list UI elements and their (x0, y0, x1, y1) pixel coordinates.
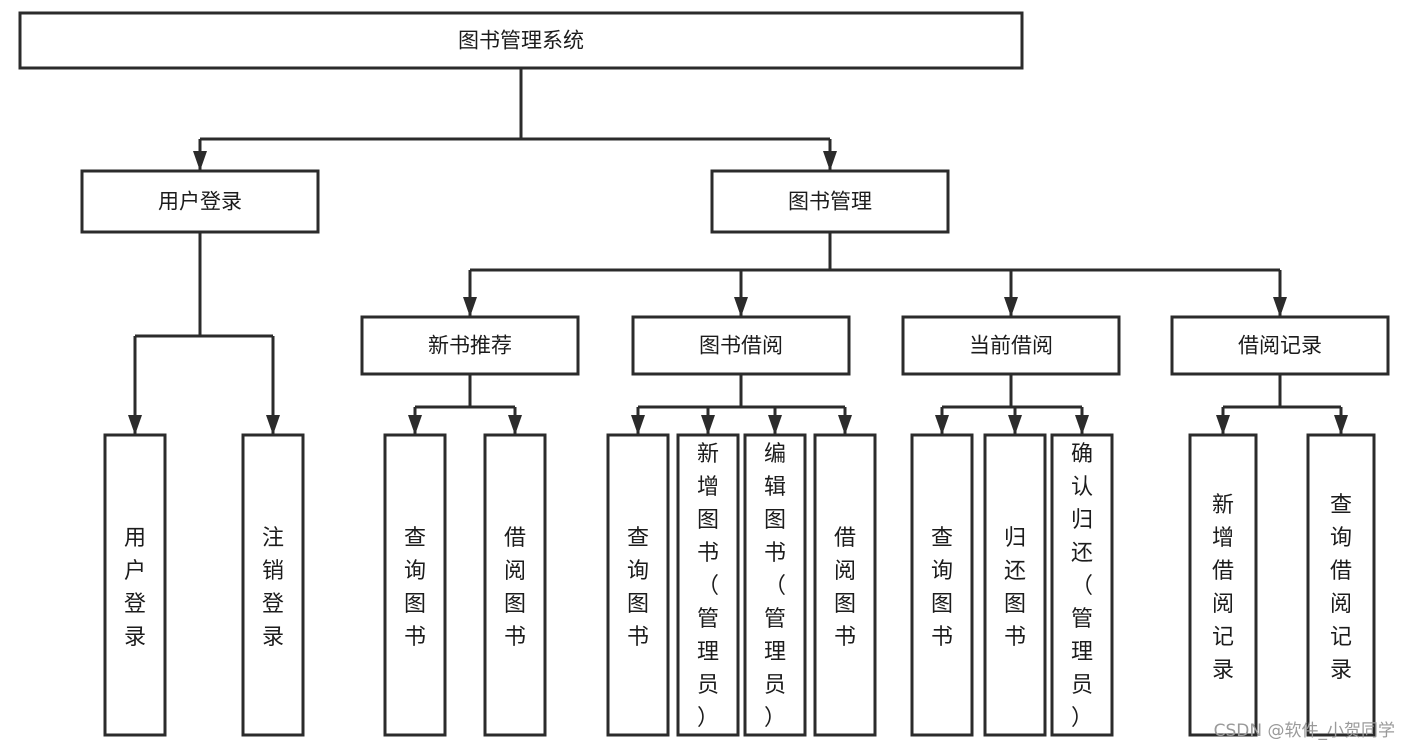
arrow-head-icon (823, 151, 837, 171)
node-label-current-borrow: 当前借阅 (969, 334, 1053, 358)
edge-group-book-manage (463, 232, 1287, 317)
node-box-leaf-query-book-2 (606, 433, 670, 737)
edge-group-root (193, 68, 837, 171)
arrow-head-icon (1004, 297, 1018, 317)
node-leaf-user-login[interactable]: 用户登录 (103, 433, 167, 737)
node-leaf-confirm-return[interactable]: 确认归还（管理员） (1050, 433, 1114, 737)
node-label-leaf-edit-book: 编辑图书（管理员） (764, 442, 786, 731)
node-box-leaf-edit-book (743, 433, 807, 737)
node-root[interactable]: 图书管理系统 (18, 11, 1024, 70)
node-box-current-borrow (901, 315, 1121, 376)
nodes-layer: 图书管理系统用户登录图书管理新书推荐图书借阅当前借阅借阅记录用户登录注销登录查询… (18, 11, 1390, 737)
node-label-book-borrow: 图书借阅 (699, 334, 783, 358)
node-label-user-login: 用户登录 (158, 190, 242, 214)
node-box-leaf-borrow-book-2 (813, 433, 877, 737)
node-leaf-query-book-3[interactable]: 查询图书 (910, 433, 974, 737)
node-box-leaf-add-record (1188, 433, 1258, 737)
arrow-head-icon (193, 151, 207, 171)
edge-group-current-borrow (935, 374, 1089, 435)
node-box-leaf-return-book (983, 433, 1047, 737)
node-leaf-borrow-book-2[interactable]: 借阅图书 (813, 433, 877, 737)
edge-group-new-book-recommend (408, 374, 522, 435)
node-leaf-return-book[interactable]: 归还图书 (983, 433, 1047, 737)
arrow-head-icon (508, 415, 522, 435)
node-borrow-record[interactable]: 借阅记录 (1170, 315, 1390, 376)
node-box-book-manage (710, 169, 950, 234)
node-box-user-login (80, 169, 320, 234)
node-box-leaf-query-book-3 (910, 433, 974, 737)
node-label-new-book-recommend: 新书推荐 (428, 334, 512, 358)
node-book-manage[interactable]: 图书管理 (710, 169, 950, 234)
node-label-leaf-borrow-book-1: 借阅图书 (504, 526, 526, 650)
node-label-leaf-borrow-book-2: 借阅图书 (834, 526, 856, 650)
node-label-root: 图书管理系统 (458, 29, 584, 53)
node-box-leaf-query-record (1306, 433, 1376, 737)
arrow-head-icon (1216, 415, 1230, 435)
arrow-head-icon (1008, 415, 1022, 435)
node-leaf-add-record[interactable]: 新增借阅记录 (1188, 433, 1258, 737)
node-leaf-add-book[interactable]: 新增图书（管理员） (676, 433, 740, 737)
arrow-head-icon (1075, 415, 1089, 435)
arrow-head-icon (1273, 297, 1287, 317)
arrow-head-icon (734, 297, 748, 317)
node-leaf-query-book-1[interactable]: 查询图书 (383, 433, 447, 737)
node-box-leaf-query-book-1 (383, 433, 447, 737)
node-box-book-borrow (631, 315, 851, 376)
node-leaf-logout[interactable]: 注销登录 (241, 433, 305, 737)
node-label-leaf-logout: 注销登录 (262, 526, 284, 650)
node-label-leaf-query-book-2: 查询图书 (627, 526, 649, 650)
arrow-head-icon (631, 415, 645, 435)
edge-group-user-login (128, 232, 280, 435)
node-current-borrow[interactable]: 当前借阅 (901, 315, 1121, 376)
arrow-head-icon (408, 415, 422, 435)
edges-layer (128, 68, 1348, 435)
node-box-root (18, 11, 1024, 70)
node-label-leaf-return-book: 归还图书 (1004, 526, 1026, 650)
node-label-leaf-query-book-3: 查询图书 (931, 526, 953, 650)
edge-group-book-borrow (631, 374, 852, 435)
node-box-leaf-borrow-book-1 (483, 433, 547, 737)
arrow-head-icon (266, 415, 280, 435)
arrow-head-icon (935, 415, 949, 435)
node-label-leaf-confirm-return: 确认归还（管理员） (1071, 442, 1093, 731)
arrow-head-icon (463, 297, 477, 317)
node-label-book-manage: 图书管理 (788, 190, 872, 214)
edge-group-borrow-record (1216, 374, 1348, 435)
node-label-leaf-add-record: 新增借阅记录 (1212, 493, 1234, 683)
arrow-head-icon (128, 415, 142, 435)
node-box-leaf-add-book (676, 433, 740, 737)
node-leaf-edit-book[interactable]: 编辑图书（管理员） (743, 433, 807, 737)
node-box-leaf-logout (241, 433, 305, 737)
arrow-head-icon (1334, 415, 1348, 435)
node-leaf-query-book-2[interactable]: 查询图书 (606, 433, 670, 737)
node-label-leaf-add-book: 新增图书（管理员） (697, 442, 719, 731)
node-book-borrow[interactable]: 图书借阅 (631, 315, 851, 376)
node-label-leaf-query-book-1: 查询图书 (404, 526, 426, 650)
node-box-leaf-confirm-return (1050, 433, 1114, 737)
arrow-head-icon (768, 415, 782, 435)
node-box-borrow-record (1170, 315, 1390, 376)
node-box-leaf-user-login (103, 433, 167, 737)
node-box-new-book-recommend (360, 315, 580, 376)
node-label-leaf-query-record: 查询借阅记录 (1330, 493, 1352, 683)
arrow-head-icon (838, 415, 852, 435)
node-label-leaf-user-login: 用户登录 (124, 526, 146, 650)
node-leaf-query-record[interactable]: 查询借阅记录 (1306, 433, 1376, 737)
node-user-login[interactable]: 用户登录 (80, 169, 320, 234)
node-leaf-borrow-book-1[interactable]: 借阅图书 (483, 433, 547, 737)
arrow-head-icon (701, 415, 715, 435)
node-new-book-recommend[interactable]: 新书推荐 (360, 315, 580, 376)
node-label-borrow-record: 借阅记录 (1238, 334, 1322, 358)
